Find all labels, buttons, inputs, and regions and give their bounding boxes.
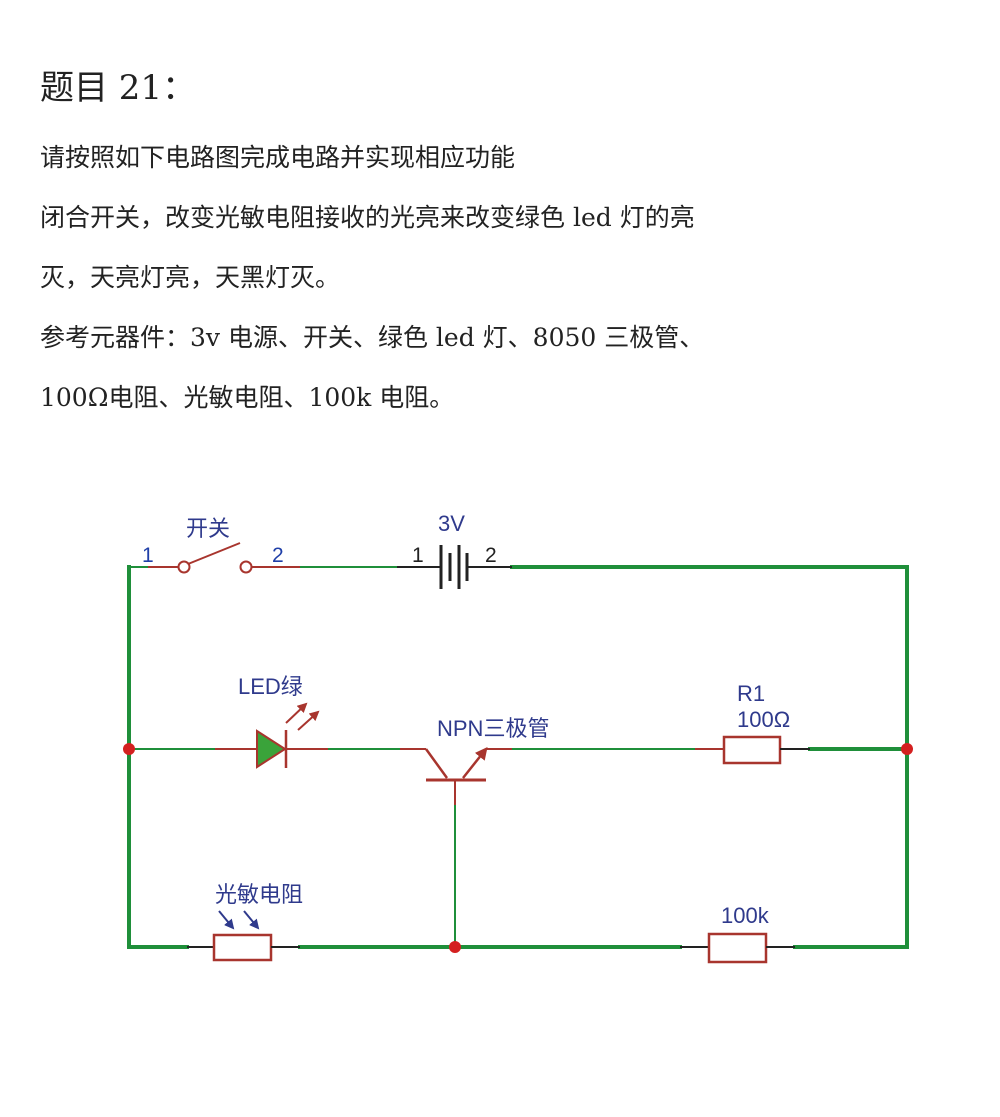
transistor-collector bbox=[424, 748, 449, 779]
resistor-r1-body bbox=[722, 735, 782, 765]
junctions bbox=[123, 743, 913, 953]
resistor-r2-body bbox=[707, 932, 768, 964]
led-emission-arrow-2 bbox=[297, 710, 320, 731]
led: LED绿 bbox=[215, 674, 328, 769]
switch-pin-1: 1 bbox=[142, 544, 154, 567]
battery-pin-1: 1 bbox=[412, 544, 424, 567]
transistor: NPN三极管 bbox=[400, 716, 549, 805]
photoresistor-body bbox=[212, 933, 273, 962]
problem-line-3: 灭，天亮灯亮，天黑灯灭。 bbox=[40, 263, 341, 292]
battery-pin-2: 2 bbox=[485, 544, 497, 567]
problem-line-2: 闭合开关，改变光敏电阻接收的光亮来改变绿色 led 灯的亮 bbox=[40, 203, 695, 232]
problem-text: 题目 21： 请按照如下电路图完成电路并实现相应功能 闭合开关，改变光敏电阻接收… bbox=[40, 62, 960, 428]
battery: 3V 1 2 bbox=[397, 511, 512, 589]
resistor-r1-name: R1 bbox=[737, 681, 765, 706]
junction-base-bottom bbox=[449, 941, 461, 953]
problem-line-5: 100Ω电阻、光敏电阻、100k 电阻。 bbox=[40, 383, 455, 412]
problem-line-4: 参考元器件：3v 电源、开关、绿色 led 灯、8050 三极管、 bbox=[40, 323, 705, 352]
switch: 开关 1 2 bbox=[142, 516, 300, 574]
transistor-emitter bbox=[462, 747, 488, 779]
resistor-r2: 100k bbox=[680, 903, 795, 964]
problem-title: 题目 21： bbox=[40, 68, 197, 108]
resistor-r1-value: 100Ω bbox=[737, 707, 790, 732]
junction-left-mid bbox=[123, 743, 135, 755]
transistor-label: NPN三极管 bbox=[437, 716, 549, 741]
light-arrow-1 bbox=[218, 910, 235, 930]
switch-label: 开关 bbox=[186, 516, 230, 541]
wires bbox=[127, 565, 909, 949]
photoresistor-label: 光敏电阻 bbox=[215, 882, 303, 907]
switch-blade bbox=[187, 542, 241, 565]
switch-terminal-2 bbox=[239, 560, 253, 574]
resistor-r2-value: 100k bbox=[721, 903, 770, 928]
resistor-r1: R1 100Ω bbox=[695, 681, 810, 765]
switch-terminal-1 bbox=[177, 560, 191, 574]
photoresistor: 光敏电阻 bbox=[187, 882, 303, 962]
battery-label: 3V bbox=[438, 511, 465, 536]
led-label: LED绿 bbox=[238, 674, 303, 699]
junction-right-mid bbox=[901, 743, 913, 755]
switch-pin-2: 2 bbox=[272, 544, 284, 567]
led-triangle bbox=[256, 729, 287, 769]
problem-line-1: 请按照如下电路图完成电路并实现相应功能 bbox=[40, 143, 516, 172]
light-arrow-2 bbox=[243, 910, 260, 930]
led-emission-arrow-1 bbox=[285, 702, 308, 724]
